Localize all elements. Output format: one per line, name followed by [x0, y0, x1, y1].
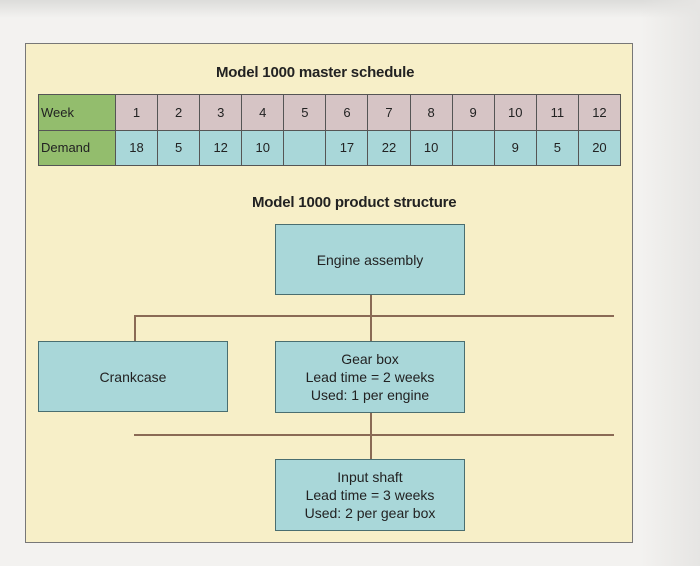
photo-shadow-right	[640, 0, 700, 566]
connector-crankcase	[134, 315, 136, 341]
demand-cell: 22	[367, 129, 411, 166]
demand-row: Demand 18 5 12 10 17 22 10 9 5 20	[38, 129, 622, 166]
week-cell: 7	[367, 94, 411, 131]
connector-gearbox-down	[370, 413, 372, 435]
connector-level1-bar	[134, 315, 614, 317]
connector-level2-bar	[134, 434, 614, 436]
demand-cell: 5	[157, 129, 201, 166]
demand-cell: 17	[325, 129, 369, 166]
engine-assembly-box: Engine assembly	[275, 224, 465, 295]
input-shaft-usage: Used: 2 per gear box	[304, 505, 436, 521]
demand-row-label: Demand	[38, 129, 116, 166]
week-cell: 12	[577, 94, 622, 131]
connector-shaft	[370, 434, 372, 459]
week-cell: 8	[409, 94, 453, 131]
week-row-label: Week	[38, 94, 116, 131]
gearbox-name: Gear box	[341, 351, 399, 367]
figure-panel: Model 1000 master schedule Week 1 2 3 4 …	[25, 43, 633, 543]
photo-shadow-top	[0, 0, 700, 18]
demand-cell	[451, 129, 495, 166]
week-row: Week 1 2 3 4 5 6 7 8 9 10 11 12	[38, 94, 622, 131]
structure-title: Model 1000 product structure	[252, 194, 457, 211]
demand-cell: 5	[535, 129, 579, 166]
week-cell: 10	[493, 94, 537, 131]
week-cell: 2	[157, 94, 201, 131]
week-cell: 3	[199, 94, 243, 131]
week-cell: 4	[241, 94, 285, 131]
schedule-title: Model 1000 master schedule	[216, 64, 415, 81]
crankcase-box: Crankcase	[38, 341, 228, 412]
gearbox-usage: Used: 1 per engine	[310, 387, 430, 403]
connector-gearbox	[370, 315, 372, 341]
demand-cell	[283, 129, 327, 166]
gearbox-box: Gear box Lead time = 2 weeks Used: 1 per…	[275, 341, 465, 413]
gearbox-lead-time: Lead time = 2 weeks	[305, 369, 435, 385]
week-cell: 9	[451, 94, 495, 131]
demand-cell: 10	[409, 129, 453, 166]
week-cell: 5	[283, 94, 327, 131]
demand-cell: 20	[577, 129, 622, 166]
input-shaft-box: Input shaft Lead time = 3 weeks Used: 2 …	[275, 459, 465, 531]
demand-cell: 12	[199, 129, 243, 166]
crankcase-label: Crankcase	[99, 368, 167, 385]
demand-cell: 10	[241, 129, 285, 166]
input-shaft-lead-time: Lead time = 3 weeks	[305, 487, 435, 503]
demand-cell: 18	[114, 129, 159, 166]
demand-cell: 9	[493, 129, 537, 166]
week-cell: 6	[325, 94, 369, 131]
master-schedule-table: Week 1 2 3 4 5 6 7 8 9 10 11 12 Demand 1…	[38, 94, 622, 166]
input-shaft-name: Input shaft	[337, 469, 403, 485]
week-cell: 1	[114, 94, 159, 131]
week-cell: 11	[535, 94, 579, 131]
engine-assembly-label: Engine assembly	[316, 251, 424, 268]
connector-engine-down	[370, 294, 372, 316]
